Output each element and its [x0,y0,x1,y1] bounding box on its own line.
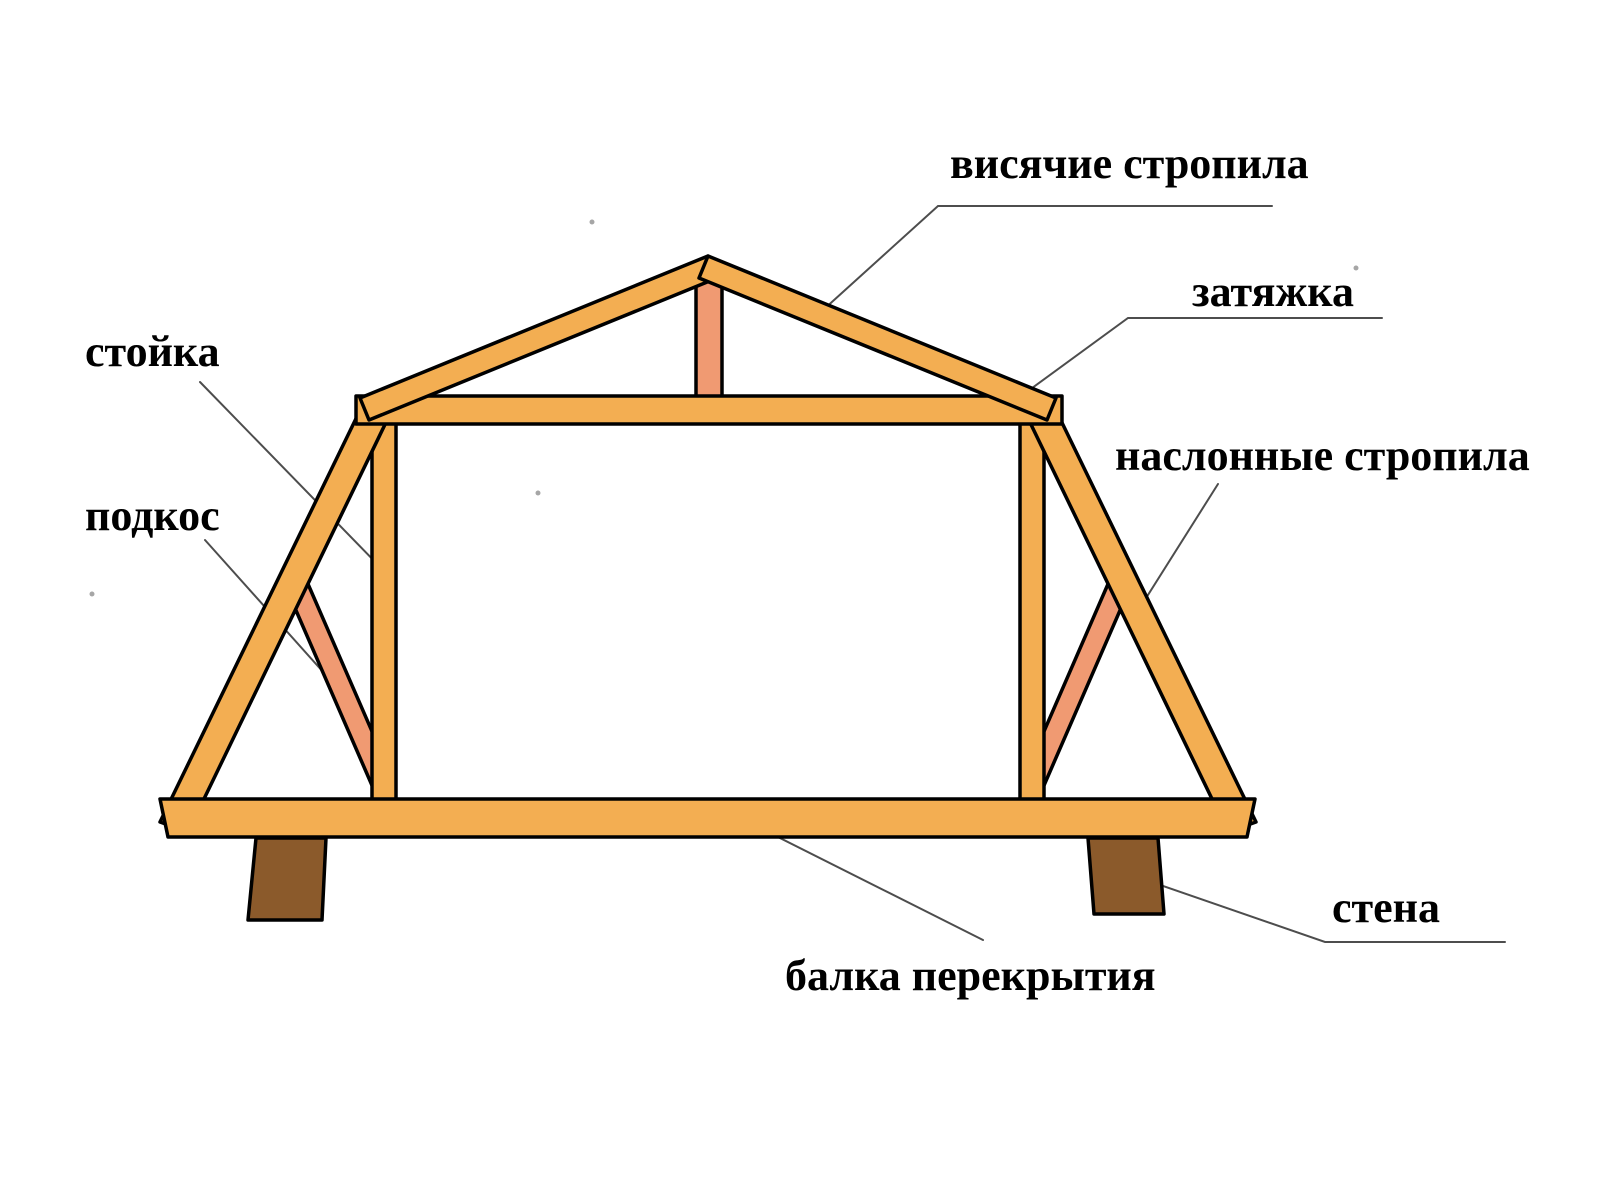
hanging-rafter-right [697,254,1058,422]
wall-block-left [246,836,328,922]
speck [1353,265,1359,271]
label-floor-beam: балка перекрытия [785,951,1156,1000]
king-post [694,276,724,402]
floor-beam [158,797,1257,839]
vertical-post-right [1018,416,1046,806]
leader-line-floor-beam [747,821,984,941]
tie-beam [354,394,1064,426]
leader-line-hanging-rafters [811,205,1273,321]
inclined-rafter-left [158,396,394,834]
leader-line-tie [1001,317,1383,411]
vertical-post-left [370,416,398,806]
speck [589,219,595,225]
speck [535,490,541,496]
leader-line-wall [1139,877,1506,943]
label-brace: подкос [85,491,220,540]
speck [89,591,95,597]
label-tie: затяжка [1192,267,1354,316]
label-inclined-rafters: наслонные стропила [1115,431,1530,480]
label-wall: стена [1332,883,1440,932]
label-post: стойка [85,327,220,376]
label-hanging-rafters: висячие стропила [950,139,1309,188]
wall-block-right [1086,836,1166,916]
leader-line-post [199,381,384,571]
leader-line-inclined-rafters [1135,483,1219,615]
